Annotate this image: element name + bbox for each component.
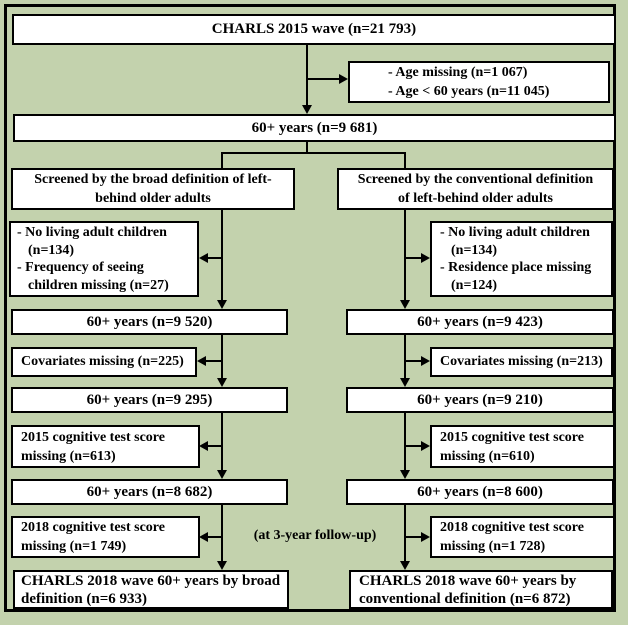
connector-line bbox=[404, 152, 406, 168]
connector-line bbox=[206, 360, 222, 362]
text-line: Covariates missing (n=225) bbox=[21, 354, 184, 369]
text-line: - Age missing (n=1 067) bbox=[388, 65, 528, 80]
connector-line bbox=[404, 505, 406, 562]
broad-sample-after-covariates-box: 60+ years (n=9 295) bbox=[11, 387, 288, 413]
conventional-final-sample-box: CHARLS 2018 wave 60+ years by convention… bbox=[349, 570, 613, 609]
text-line: 2018 cognitive test score bbox=[440, 520, 584, 535]
text-line: (n=134) bbox=[28, 242, 75, 258]
connector-line bbox=[404, 335, 406, 379]
text-line: 60+ years (n=9 295) bbox=[86, 391, 213, 408]
arrow-right bbox=[421, 532, 430, 542]
connector-line bbox=[221, 413, 223, 471]
arrow-left bbox=[199, 253, 208, 263]
connector-line bbox=[307, 78, 341, 80]
text-line: Covariates missing (n=213) bbox=[440, 354, 603, 369]
text-line: 60+ years (n=8 682) bbox=[86, 483, 213, 500]
arrow-down bbox=[400, 561, 410, 570]
text-line: (n=134) bbox=[451, 242, 498, 258]
connector-line bbox=[221, 152, 406, 154]
text-line: children missing (n=27) bbox=[28, 277, 169, 293]
text-line: definition (n=6 933) bbox=[21, 590, 148, 607]
text-line: 60+ years (n=9 423) bbox=[417, 313, 543, 330]
text-line: Screened by the broad definition of left… bbox=[34, 172, 272, 187]
text-line: - No living adult children bbox=[440, 225, 590, 240]
text-line: conventional definition (n=6 872) bbox=[359, 590, 571, 607]
text-line: missing (n=1 749) bbox=[21, 539, 127, 554]
arrow-left bbox=[197, 356, 206, 366]
arrow-down bbox=[302, 105, 312, 114]
broad-2015-test-missing-box: 2015 cognitive test score missing (n=613… bbox=[11, 425, 200, 468]
text-line: CHARLS 2018 wave 60+ years by broad bbox=[21, 572, 281, 589]
text-line: - Age < 60 years (n=11 045) bbox=[388, 84, 550, 99]
text-line: of left-behind older adults bbox=[398, 191, 553, 206]
connector-line bbox=[306, 45, 308, 105]
broad-exclusion-children-box: - No living adult children (n=134) - Fre… bbox=[9, 221, 199, 297]
arrow-right bbox=[421, 253, 430, 263]
connector-line bbox=[221, 210, 223, 301]
text-line: missing (n=610) bbox=[440, 448, 535, 464]
conventional-sample-after-covariates-box: 60+ years (n=9 210) bbox=[346, 387, 614, 413]
conventional-definition-screening-box: Screened by the conventional definition … bbox=[337, 168, 614, 210]
text-line: 60+ years (n=9 520) bbox=[86, 313, 213, 330]
text-line: 2015 cognitive test score bbox=[440, 429, 584, 445]
connector-line bbox=[208, 257, 222, 259]
broad-final-sample-box: CHARLS 2018 wave 60+ years by broad defi… bbox=[13, 570, 289, 609]
text-line: 60+ years (n=9 681) bbox=[251, 119, 378, 136]
connector-line bbox=[208, 536, 222, 538]
connector-line bbox=[404, 413, 406, 471]
text-line: - Frequency of seeing bbox=[17, 260, 144, 275]
broad-definition-screening-box: Screened by the broad definition of left… bbox=[11, 168, 295, 210]
broad-covariates-missing-box: Covariates missing (n=225) bbox=[11, 347, 197, 377]
conventional-exclusion-children-box: - No living adult children (n=134) - Res… bbox=[430, 221, 613, 297]
diagram-border bbox=[4, 4, 616, 612]
arrow-down bbox=[400, 470, 410, 479]
arrow-down bbox=[400, 300, 410, 309]
connector-line bbox=[208, 445, 222, 447]
text-line: (n=124) bbox=[451, 277, 498, 293]
conventional-2015-test-missing-box: 2015 cognitive test score missing (n=610… bbox=[430, 425, 615, 468]
text-line: 2018 cognitive test score bbox=[21, 520, 165, 535]
arrow-right bbox=[421, 356, 430, 366]
age-exclusion-box: - Age missing (n=1 067) - Age < 60 years… bbox=[348, 61, 610, 103]
text-line: behind older adults bbox=[95, 191, 211, 206]
arrow-down bbox=[400, 378, 410, 387]
text-line: 2015 cognitive test score bbox=[21, 429, 165, 445]
text-line: Screened by the conventional definition bbox=[357, 172, 594, 187]
broad-2018-test-missing-box: 2018 cognitive test score missing (n=1 7… bbox=[11, 516, 200, 558]
conventional-covariates-missing-box: Covariates missing (n=213) bbox=[430, 347, 613, 377]
arrow-left bbox=[199, 441, 208, 451]
connector-line bbox=[306, 142, 308, 153]
charls-2015-wave-box: CHARLS 2015 wave (n=21 793) bbox=[12, 14, 616, 45]
arrow-down bbox=[217, 300, 227, 309]
text-line: - Residence place missing bbox=[440, 260, 592, 275]
text-line: missing (n=1 728) bbox=[440, 539, 546, 554]
connector-line bbox=[406, 257, 422, 259]
text-line: CHARLS 2015 wave (n=21 793) bbox=[211, 21, 417, 37]
arrow-right bbox=[339, 74, 348, 84]
connector-line bbox=[406, 445, 422, 447]
arrow-right bbox=[421, 441, 430, 451]
conventional-sample-after-screening-box: 60+ years (n=9 423) bbox=[346, 309, 614, 335]
connector-line bbox=[221, 505, 223, 562]
age-60-plus-box: 60+ years (n=9 681) bbox=[13, 114, 616, 142]
arrow-down bbox=[217, 378, 227, 387]
arrow-left bbox=[199, 532, 208, 542]
connector-line bbox=[404, 210, 406, 301]
arrow-down bbox=[217, 470, 227, 479]
broad-sample-after-screening-box: 60+ years (n=9 520) bbox=[11, 309, 288, 335]
conventional-2018-test-missing-box: 2018 cognitive test score missing (n=1 7… bbox=[430, 516, 615, 558]
follow-up-note: (at 3-year follow-up) bbox=[253, 528, 377, 543]
text-line: - No living adult children bbox=[17, 225, 167, 240]
connector-line bbox=[221, 335, 223, 379]
text-line: missing (n=613) bbox=[21, 448, 116, 464]
broad-sample-after-2015-test-box: 60+ years (n=8 682) bbox=[11, 479, 288, 505]
connector-line bbox=[406, 536, 422, 538]
arrow-down bbox=[217, 561, 227, 570]
text-line: 60+ years (n=8 600) bbox=[417, 483, 543, 500]
conventional-sample-after-2015-test-box: 60+ years (n=8 600) bbox=[346, 479, 614, 505]
connector-line bbox=[406, 360, 422, 362]
connector-line bbox=[221, 152, 223, 168]
text-line: CHARLS 2018 wave 60+ years by bbox=[359, 572, 577, 589]
text-line: 60+ years (n=9 210) bbox=[417, 391, 543, 408]
